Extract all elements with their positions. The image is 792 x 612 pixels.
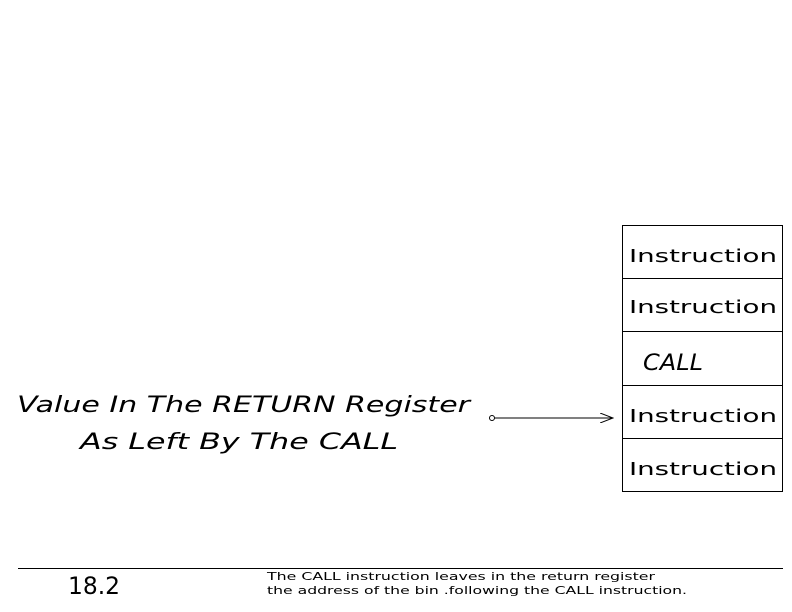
figure-number: 18.2 [68,572,120,600]
memory-cell-label: Instruction [629,297,777,318]
memory-column [622,225,783,492]
memory-cell-label: Instruction [629,459,777,480]
caption-line2: the address of the bin .following the CA… [267,584,687,597]
pointer-label-line2: As Left By The CALL [77,430,398,455]
memory-cell-label: Instruction [629,246,777,267]
caption-line1: The CALL instruction leaves in the retur… [266,570,656,583]
memory-cell-labels: Instruction Instruction CALL Instruction… [629,246,777,480]
memory-column-outline [622,225,783,492]
return-pointer-arrow [489,415,614,421]
arrow-origin-dot [489,415,495,421]
pointer-label-line1: Value In The RETURN Register [17,393,473,418]
pointer-label: Value In The RETURN Register As Left By … [17,393,473,455]
memory-cell-label-call: CALL [643,351,703,376]
memory-cell-label: Instruction [629,406,777,427]
